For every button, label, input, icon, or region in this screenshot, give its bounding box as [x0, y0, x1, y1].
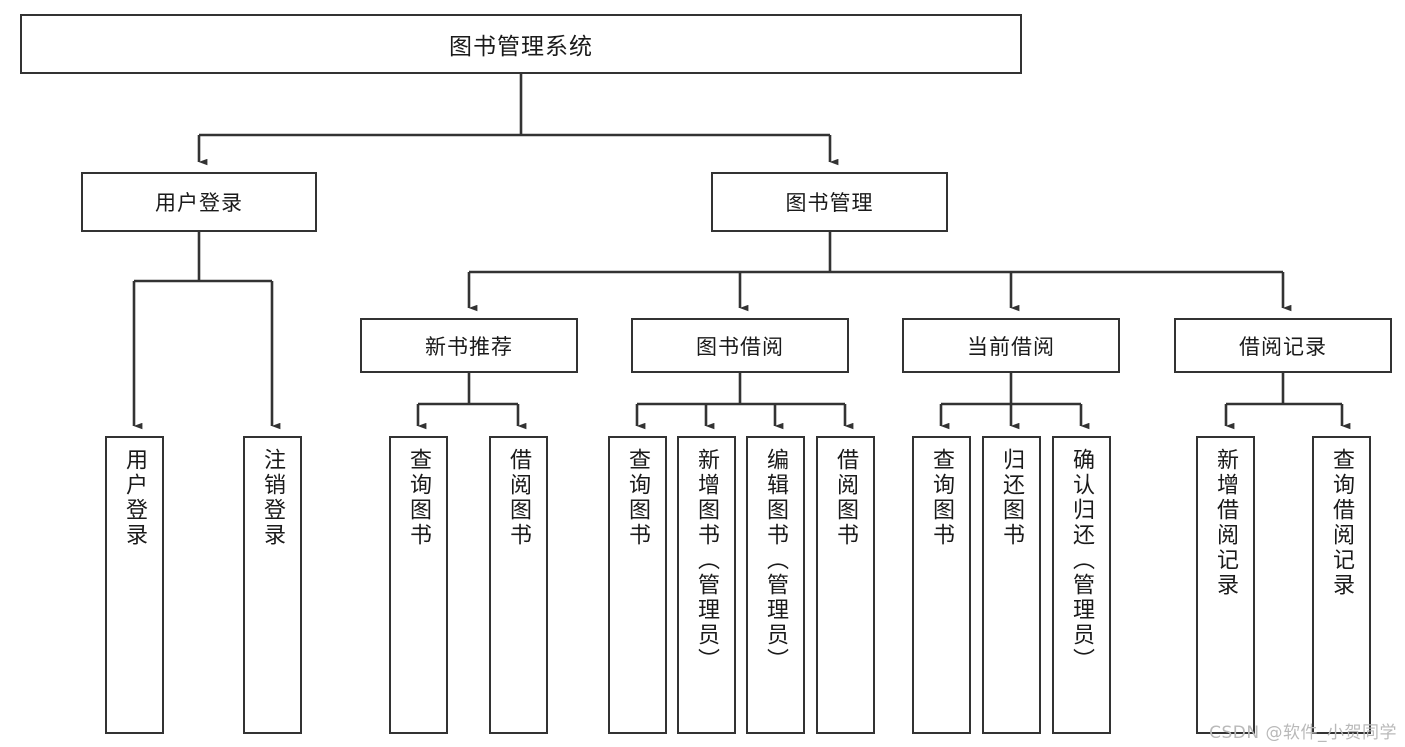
node-leaf-borrow-book-2-label: 借阅图书 — [833, 448, 859, 548]
node-leaf-edit-book[interactable]: 编辑图书（管理员） — [746, 436, 805, 734]
node-root[interactable]: 图书管理系统 — [20, 14, 1022, 74]
node-leaf-borrow-book-1[interactable]: 借阅图书 — [489, 436, 548, 734]
node-root-label: 图书管理系统 — [449, 34, 593, 60]
node-leaf-add-record[interactable]: 新增借阅记录 — [1196, 436, 1255, 734]
node-user-login[interactable]: 用户登录 — [81, 172, 317, 232]
node-book-borrow[interactable]: 图书借阅 — [631, 318, 849, 373]
node-leaf-query-book-1-label: 查询图书 — [406, 448, 432, 548]
node-leaf-add-book-label: 新增图书（管理员） — [694, 448, 720, 673]
node-book-manage-label: 图书管理 — [785, 191, 874, 215]
node-leaf-query-record[interactable]: 查询借阅记录 — [1312, 436, 1371, 734]
node-leaf-logout-login-label: 注销登录 — [260, 448, 286, 548]
node-leaf-borrow-book-2[interactable]: 借阅图书 — [816, 436, 875, 734]
node-leaf-user-login-label: 用户登录 — [122, 448, 148, 548]
node-borrow-record[interactable]: 借阅记录 — [1174, 318, 1392, 373]
node-leaf-query-book-3-label: 查询图书 — [929, 448, 955, 548]
node-book-borrow-label: 图书借阅 — [696, 334, 784, 359]
node-leaf-return-book[interactable]: 归还图书 — [982, 436, 1041, 734]
node-leaf-edit-book-label: 编辑图书（管理员） — [763, 448, 789, 673]
node-leaf-logout-login[interactable]: 注销登录 — [243, 436, 302, 734]
node-leaf-query-book-2-label: 查询图书 — [625, 448, 651, 548]
node-leaf-query-book-3[interactable]: 查询图书 — [912, 436, 971, 734]
node-current-borrow[interactable]: 当前借阅 — [902, 318, 1120, 373]
node-leaf-confirm-return-label: 确认归还（管理员） — [1069, 448, 1095, 673]
node-book-manage[interactable]: 图书管理 — [711, 172, 948, 232]
node-leaf-borrow-book-1-label: 借阅图书 — [506, 448, 532, 548]
node-current-borrow-label: 当前借阅 — [967, 334, 1055, 359]
node-borrow-record-label: 借阅记录 — [1239, 334, 1327, 359]
node-leaf-query-record-label: 查询借阅记录 — [1329, 448, 1355, 598]
node-leaf-query-book-1[interactable]: 查询图书 — [389, 436, 448, 734]
node-user-login-label: 用户登录 — [155, 191, 243, 215]
node-leaf-confirm-return[interactable]: 确认归还（管理员） — [1052, 436, 1111, 734]
node-new-book-recommend-label: 新书推荐 — [425, 334, 513, 359]
node-leaf-add-book[interactable]: 新增图书（管理员） — [677, 436, 736, 734]
node-leaf-query-book-2[interactable]: 查询图书 — [608, 436, 667, 734]
node-leaf-user-login[interactable]: 用户登录 — [105, 436, 164, 734]
node-leaf-return-book-label: 归还图书 — [999, 448, 1025, 548]
watermark: CSDN @软件_小贺同学 — [1209, 723, 1397, 743]
node-leaf-add-record-label: 新增借阅记录 — [1213, 448, 1239, 598]
node-new-book-recommend[interactable]: 新书推荐 — [360, 318, 578, 373]
